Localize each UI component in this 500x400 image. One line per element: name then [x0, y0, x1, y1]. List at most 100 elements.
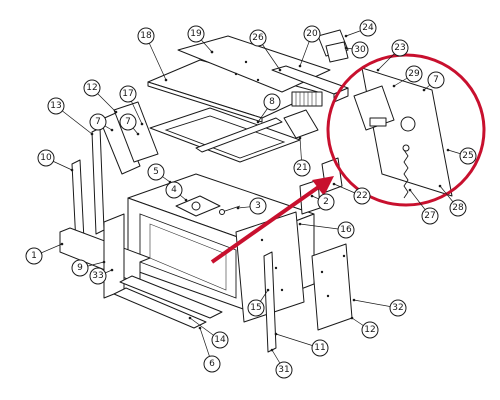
- callout-label: 2: [323, 197, 329, 207]
- callout-bubble: [449, 199, 467, 217]
- callout-4: 4: [165, 181, 183, 199]
- side-panel-right: [311, 243, 353, 331]
- leader-dot-15: [266, 288, 270, 292]
- top-panel-edge: [147, 81, 263, 123]
- callout-label: 5: [153, 167, 159, 177]
- leader-dot-26: [278, 68, 282, 72]
- callout-label: 14: [214, 335, 226, 345]
- callout-9: 9: [71, 259, 89, 277]
- leader-dot-22: [332, 182, 336, 186]
- leader-dot-11: [274, 332, 278, 336]
- leader-dot-30: [344, 46, 348, 50]
- leader-dot-32: [352, 298, 356, 302]
- leader-dot-6: [198, 326, 202, 330]
- callout-label: 21: [296, 163, 307, 173]
- leader-dot-7: [422, 88, 426, 92]
- left-side-panel: [99, 111, 141, 175]
- leader-dot-23: [376, 68, 380, 72]
- right-panel-holes: [260, 238, 284, 292]
- callout-23: 23: [391, 39, 409, 57]
- callout-label: 15: [250, 303, 261, 313]
- callout-label: 26: [252, 33, 264, 43]
- leader-dot-2: [310, 194, 314, 198]
- callout-19: 19: [187, 25, 205, 43]
- callout-13: 13: [47, 97, 65, 115]
- inner-frame-inner: [164, 115, 286, 159]
- callout-33: 33: [89, 267, 107, 285]
- leader-dot-31: [270, 348, 274, 352]
- leader-dot-28: [438, 184, 442, 188]
- callout-label: 12: [86, 83, 97, 93]
- callout-label: 9: [77, 263, 83, 273]
- callout-12: 12: [83, 79, 101, 97]
- callout-2: 2: [317, 193, 335, 211]
- screw: [219, 205, 241, 215]
- lower-frame: [103, 213, 125, 299]
- leader-dot-7: [110, 128, 114, 132]
- callout-bubble: [351, 41, 369, 59]
- leader-dot-18: [164, 78, 168, 82]
- leader-dot-29: [392, 84, 396, 88]
- leader-dot-8: [256, 120, 260, 124]
- leader-dot-25: [446, 148, 450, 152]
- inner-frame: [149, 107, 301, 163]
- callout-label: 18: [140, 31, 152, 41]
- trim-strip-13: [91, 127, 105, 235]
- callout-bubble: [37, 149, 55, 167]
- leader-dot-12: [114, 110, 118, 114]
- callout-bubble: [47, 97, 65, 115]
- callout-bubble: [427, 71, 445, 89]
- leader-dot-10: [70, 168, 74, 172]
- detail-assembly: [353, 67, 453, 199]
- callout-1: 1: [25, 247, 43, 265]
- callout-label: 3: [255, 201, 261, 211]
- callout-25: 25: [459, 147, 477, 165]
- callout-bubble: [211, 331, 229, 349]
- callout-bubble: [275, 361, 293, 379]
- oven-cavity-inner: [149, 223, 227, 291]
- callout-label: 10: [40, 153, 52, 163]
- callout-label: 7: [125, 117, 131, 127]
- callout-7: 7: [119, 113, 137, 131]
- bracket-plate: [325, 41, 349, 63]
- callout-28: 28: [449, 199, 467, 217]
- callout-label: 27: [424, 211, 435, 221]
- callout-label: 20: [306, 29, 318, 39]
- callout-bubble: [361, 321, 379, 339]
- callout-bubble: [337, 221, 355, 239]
- oven-cavity: [139, 213, 237, 299]
- callout-label: 7: [95, 117, 101, 127]
- highlight-circle: [326, 53, 486, 207]
- callout-8: 8: [263, 93, 281, 111]
- callout-label: 22: [356, 191, 367, 201]
- callout-27: 27: [421, 207, 439, 225]
- callout-21: 21: [293, 159, 311, 177]
- callout-bubble: [303, 25, 321, 43]
- callout-29: 29: [405, 65, 423, 83]
- leader-dot-3: [236, 206, 240, 210]
- callout-24: 24: [359, 19, 377, 37]
- leader-dot-9: [102, 260, 106, 264]
- callout-bubble: [25, 247, 43, 265]
- leader-dot-33: [110, 268, 114, 272]
- callout-label: 8: [269, 97, 275, 107]
- callout-label: 12: [364, 325, 375, 335]
- callout-20: 20: [303, 25, 321, 43]
- callout-label: 7: [433, 75, 439, 85]
- callout-bubble: [263, 93, 281, 111]
- leader-dot-16: [298, 222, 302, 226]
- leader-dot-13: [90, 132, 94, 136]
- highlight-arrow: [210, 176, 334, 264]
- callout-label: 28: [452, 203, 464, 213]
- callout-22: 22: [353, 187, 371, 205]
- callout-label: 16: [340, 225, 352, 235]
- callout-18: 18: [137, 27, 155, 45]
- bottom-trim: [119, 275, 223, 319]
- frame-crossbar: [195, 117, 283, 153]
- leader-dot-1: [60, 242, 64, 246]
- callout-10: 10: [37, 149, 55, 167]
- leader-dot-21: [298, 136, 302, 140]
- callout-bubble: [89, 267, 107, 285]
